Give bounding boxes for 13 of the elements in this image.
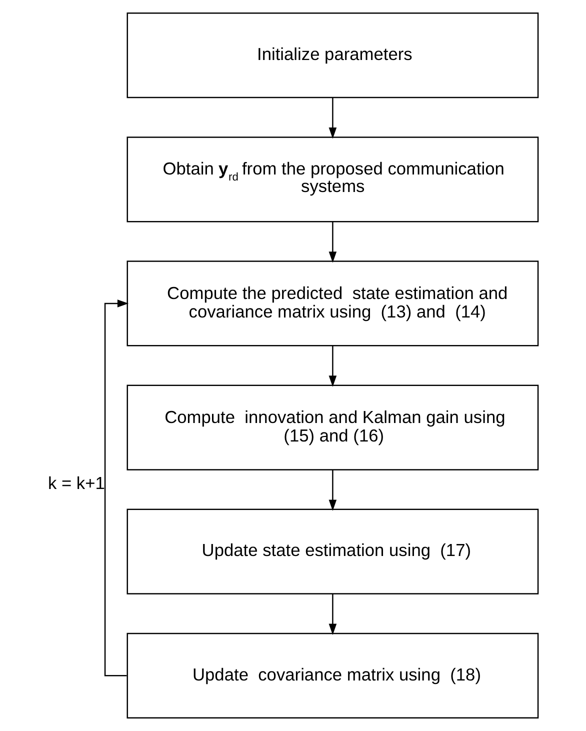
node-box: Compute the predicted state estimation and covariance matrix using (13) and (14) — [126, 260, 539, 346]
node-box: Update state estimation using (17) — [126, 508, 539, 594]
arrow — [328, 346, 337, 387]
arrow — [328, 222, 337, 263]
edge-label: k = k+1 — [48, 473, 105, 494]
arrow — [104, 300, 129, 676]
arrow — [328, 470, 337, 511]
arrow — [328, 98, 337, 139]
arrow — [328, 594, 337, 635]
node-box: Compute innovation and Kalman gain using (15) and (16) — [126, 384, 539, 470]
node-box: Update covariance matrix using (18) — [126, 632, 539, 718]
node-box: Obtain y$_{rd}$ from the proposed communication systems — [126, 136, 539, 222]
node-box: Initialize parameters — [126, 12, 539, 98]
